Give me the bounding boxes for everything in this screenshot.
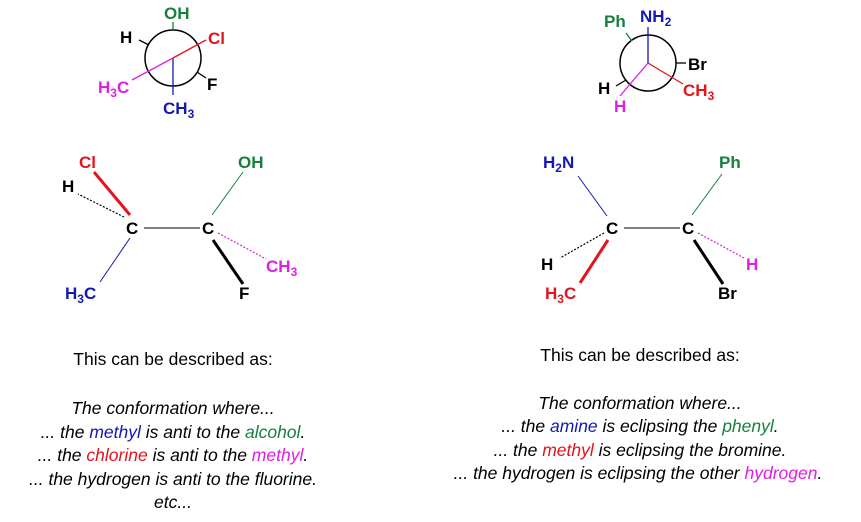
left-newman-bond-h3c bbox=[131, 57, 174, 81]
left-newman-label-f: F bbox=[207, 75, 217, 94]
right-sawhorse-carbon-1: C bbox=[606, 219, 618, 238]
right-newman-label-ch3: CH3 bbox=[683, 81, 715, 103]
right-newman-projection: Ph NH2 Br H H CH3 bbox=[598, 7, 715, 116]
right-newman-label-nh2: NH2 bbox=[640, 7, 672, 29]
right-sawhorse-label-ph: Ph bbox=[719, 153, 741, 172]
right-description-line-3: ... the hydrogen is eclipsing the other … bbox=[454, 463, 823, 483]
right-newman-bond-ph bbox=[625, 32, 633, 42]
left-description-line-4: etc... bbox=[154, 492, 192, 512]
right-newman-bond-h-black bbox=[615, 79, 627, 87]
left-newman-label-h3c: H3C bbox=[98, 78, 129, 100]
left-newman-bond-h bbox=[138, 39, 150, 46]
right-description: This can be described as: The conformati… bbox=[454, 345, 823, 483]
left-description: This can be described as: The conformati… bbox=[29, 349, 317, 512]
left-sawhorse-bond-h3c bbox=[99, 237, 131, 283]
left-description-line-1: ... the methyl is anti to the alcohol. bbox=[41, 422, 306, 442]
left-sawhorse-carbon-2: C bbox=[202, 219, 214, 238]
left-description-intro: The conformation where... bbox=[71, 398, 274, 418]
left-newman-label-cl: Cl bbox=[208, 29, 225, 48]
left-sawhorse-bond-h bbox=[77, 193, 125, 218]
right-newman-label-br: Br bbox=[688, 55, 707, 74]
right-sawhorse-bond-h3c bbox=[578, 239, 610, 284]
right-sawhorse-label-h-pink: H bbox=[746, 255, 758, 274]
left-sawhorse-bond-ch3 bbox=[217, 232, 267, 260]
left-sawhorse-label-h: H bbox=[62, 177, 74, 196]
right-sawhorse-bond-h-black bbox=[559, 232, 605, 259]
left-sawhorse-label-h3c: H3C bbox=[65, 284, 96, 306]
left-newman-bond-cl bbox=[172, 39, 207, 59]
right-description-intro: The conformation where... bbox=[538, 393, 741, 413]
left-newman-label-ch3: CH3 bbox=[163, 99, 195, 121]
right-sawhorse-label-h2n: H2N bbox=[543, 153, 574, 175]
left-sawhorse-label-oh: OH bbox=[238, 153, 264, 172]
right-newman-label-h-black: H bbox=[598, 79, 610, 98]
right-sawhorse-bond-ph bbox=[691, 173, 723, 216]
left-sawhorse-bond-oh bbox=[211, 171, 244, 216]
left-sawhorse-label-cl: Cl bbox=[79, 153, 96, 172]
left-sawhorse-label-ch3: CH3 bbox=[266, 257, 298, 279]
left-sawhorse-bond-cl bbox=[92, 171, 132, 216]
left-sawhorse-carbon-1: C bbox=[126, 219, 138, 238]
left-sawhorse-label-f: F bbox=[239, 284, 249, 303]
right-newman-bond-h-pink bbox=[619, 62, 649, 97]
right-sawhorse-bond-h-pink bbox=[697, 232, 745, 259]
right-sawhorse-label-h3c: H3C bbox=[545, 284, 576, 306]
left-newman-projection: OH H Cl H3C F CH3 bbox=[98, 4, 225, 121]
left-newman-label-h: H bbox=[120, 28, 132, 47]
right-description-heading: This can be described as: bbox=[540, 345, 739, 365]
left-description-heading: This can be described as: bbox=[73, 349, 272, 369]
right-sawhorse-bond-br bbox=[692, 239, 725, 285]
right-sawhorse-label-h-black: H bbox=[541, 255, 553, 274]
left-newman-label-oh: OH bbox=[164, 4, 190, 23]
left-description-line-3: ... the hydrogen is anti to the fluorine… bbox=[29, 469, 317, 489]
left-description-line-2: ... the chlorine is anti to the methyl. bbox=[38, 445, 308, 465]
right-newman-label-h-pink: H bbox=[614, 97, 626, 116]
right-newman-bond-ch3 bbox=[647, 62, 684, 85]
right-sawhorse-carbon-2: C bbox=[682, 219, 694, 238]
right-sawhorse-projection: H2N Ph C C H H H3C Br bbox=[541, 153, 758, 306]
right-description-line-2: ... the methyl is eclipsing the bromine. bbox=[494, 440, 787, 460]
right-sawhorse-label-br: Br bbox=[718, 284, 737, 303]
right-newman-label-ph: Ph bbox=[604, 12, 626, 31]
left-sawhorse-bond-f bbox=[211, 239, 245, 285]
left-sawhorse-projection: Cl OH H C C CH3 H3C F bbox=[62, 153, 298, 306]
left-newman-bond-f bbox=[196, 71, 207, 79]
right-description-line-1: ... the amine is eclipsing the phenyl. bbox=[501, 416, 778, 436]
right-sawhorse-bond-h2n bbox=[577, 175, 608, 217]
